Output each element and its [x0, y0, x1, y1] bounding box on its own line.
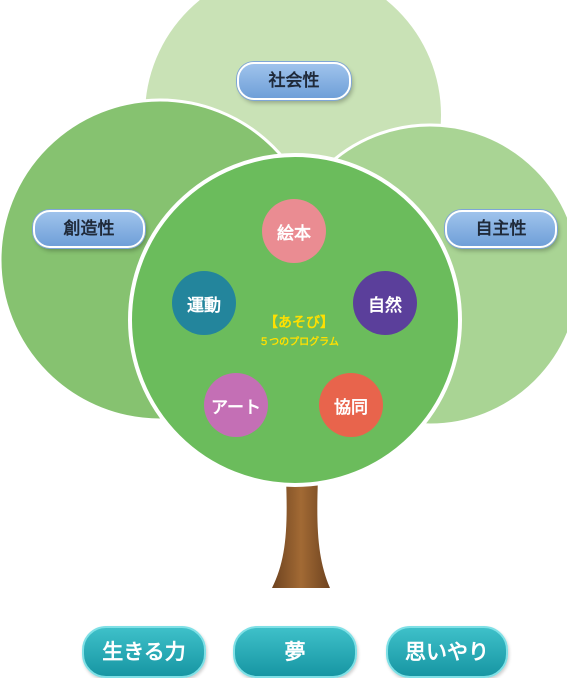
program-cooperation: 協同	[319, 373, 383, 437]
program-art: アート	[204, 373, 268, 437]
center-subtitle: ５つのプログラム	[259, 337, 339, 348]
program-nature: 自然	[353, 271, 417, 335]
label-compassion: 思いやり	[386, 626, 508, 678]
tree-trunk	[272, 478, 330, 588]
program-exercise: 運動	[172, 271, 236, 335]
label-dream: 夢	[233, 626, 357, 678]
center-title: 【あそび】	[264, 315, 334, 331]
program-picture-book: 絵本	[262, 199, 326, 263]
label-creativity: 創造性	[33, 210, 145, 248]
label-independence: 自主性	[445, 210, 557, 248]
label-zest-for-life: 生きる力	[82, 626, 206, 678]
label-social: 社会性	[237, 62, 351, 100]
